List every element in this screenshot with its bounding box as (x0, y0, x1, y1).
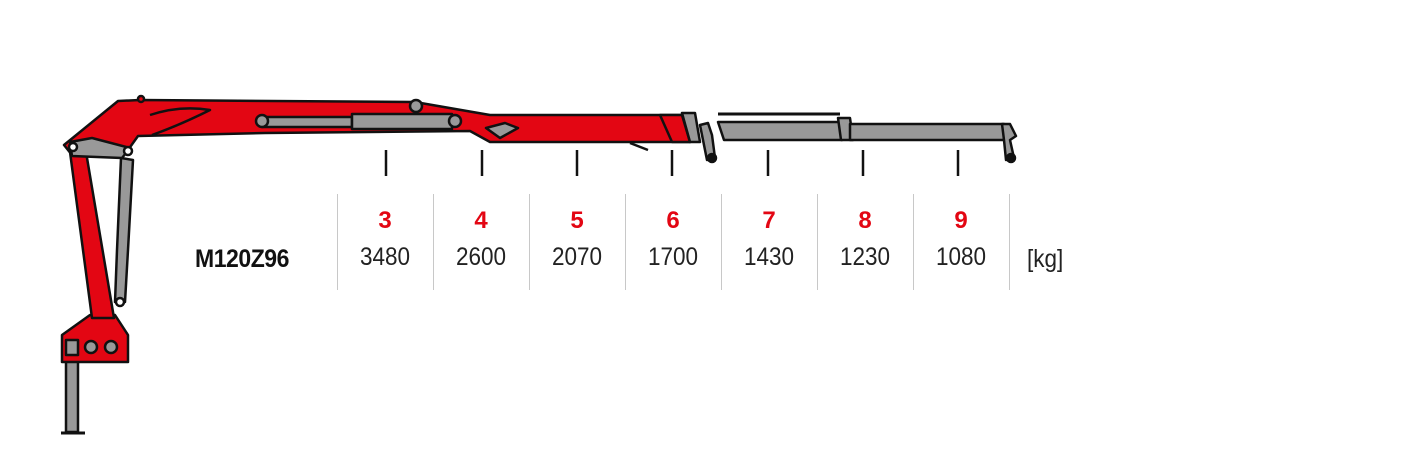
crane-pillar (64, 353, 80, 434)
load-column: 7 1430 (721, 205, 817, 277)
extension-1 (716, 120, 844, 142)
column-divider (1009, 194, 1010, 290)
load-column: 9 1080 (913, 205, 1009, 277)
boom-cylinder (260, 115, 354, 129)
load-value: 1230 (839, 243, 891, 271)
unit-label: [kg] (1027, 245, 1064, 273)
reach-label: 8 (858, 207, 872, 234)
crane-column (68, 150, 116, 320)
load-value: 2600 (455, 243, 507, 271)
load-value: 1430 (743, 243, 795, 271)
lift-cylinder (113, 156, 135, 304)
load-value: 1080 (935, 243, 987, 271)
load-column: 8 1230 (817, 205, 913, 277)
column-divider (913, 194, 914, 290)
reach-label: 3 (378, 207, 392, 234)
load-value: 2070 (551, 243, 603, 271)
load-value: 1700 (647, 243, 699, 271)
column-divider (433, 194, 434, 290)
reach-label: 7 (762, 207, 776, 234)
load-column: 3 3480 (337, 205, 433, 277)
reach-label: 4 (474, 207, 488, 234)
reach-label: 9 (954, 207, 968, 234)
column-divider (721, 194, 722, 290)
extension-hook (1000, 122, 1018, 162)
column-divider (529, 194, 530, 290)
extension-2 (848, 122, 1006, 142)
reach-label: 5 (570, 207, 584, 234)
load-column: 5 2070 (529, 205, 625, 277)
model-name: M120Z96 (195, 245, 289, 273)
load-value: 3480 (359, 243, 411, 271)
load-column: 6 1700 (625, 205, 721, 277)
column-divider (337, 194, 338, 290)
load-column: 4 2600 (433, 205, 529, 277)
column-divider (817, 194, 818, 290)
column-divider (625, 194, 626, 290)
reach-label: 6 (666, 207, 680, 234)
